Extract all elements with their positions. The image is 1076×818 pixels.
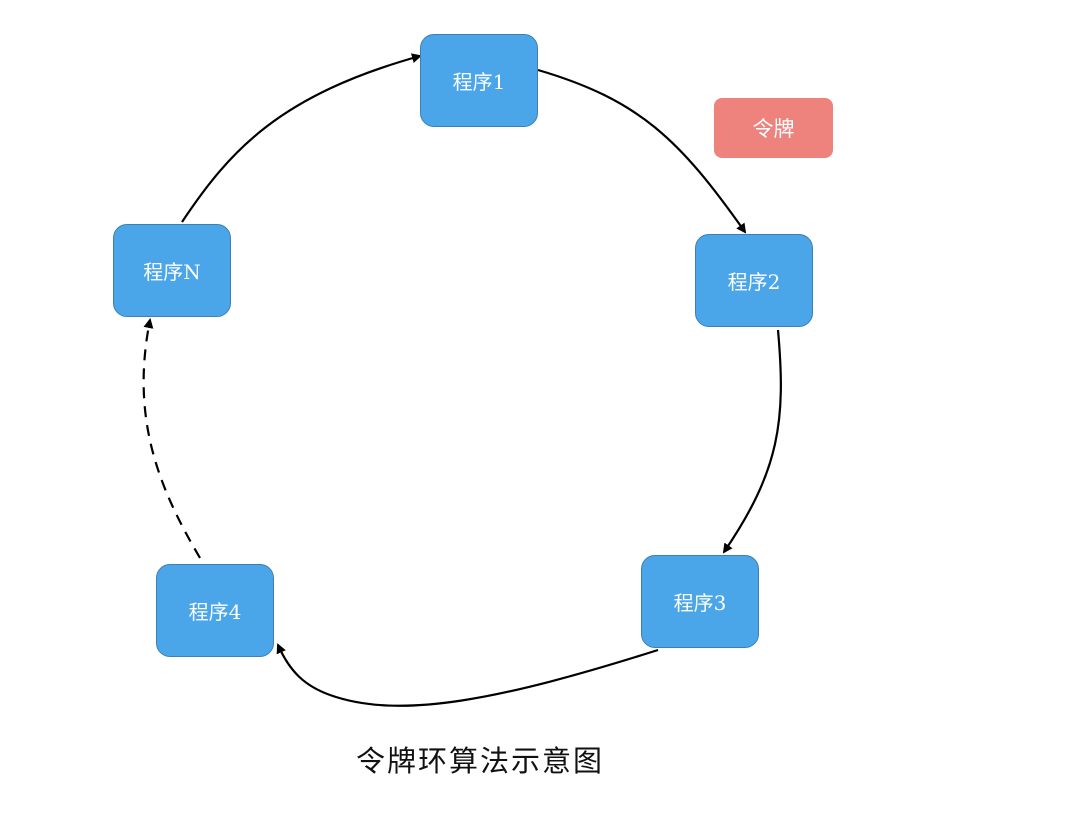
node-program-2[interactable]: 程序2 <box>695 234 813 327</box>
node-label: 程序3 <box>673 591 727 615</box>
diagram-caption: 令牌环算法示意图 <box>355 744 604 778</box>
node-label: 程序N <box>143 260 201 284</box>
edge-p4-to-pN <box>142 318 201 559</box>
node-label: 程序4 <box>188 600 242 624</box>
edge-pN-to-p1 <box>181 53 422 223</box>
edge-p2-to-p3 <box>722 329 782 554</box>
node-label: 程序2 <box>727 270 781 294</box>
edge-p3-to-p4 <box>276 643 659 707</box>
node-program-3[interactable]: 程序3 <box>641 555 759 648</box>
node-program-1[interactable]: 程序1 <box>420 34 538 127</box>
edge-p1-to-p2 <box>537 68 747 234</box>
node-label: 程序1 <box>452 70 506 94</box>
node-program-n[interactable]: 程序N <box>113 224 231 317</box>
token-badge: 令牌 <box>714 98 833 158</box>
node-program-4[interactable]: 程序4 <box>156 564 274 657</box>
token-label: 令牌 <box>752 117 795 141</box>
